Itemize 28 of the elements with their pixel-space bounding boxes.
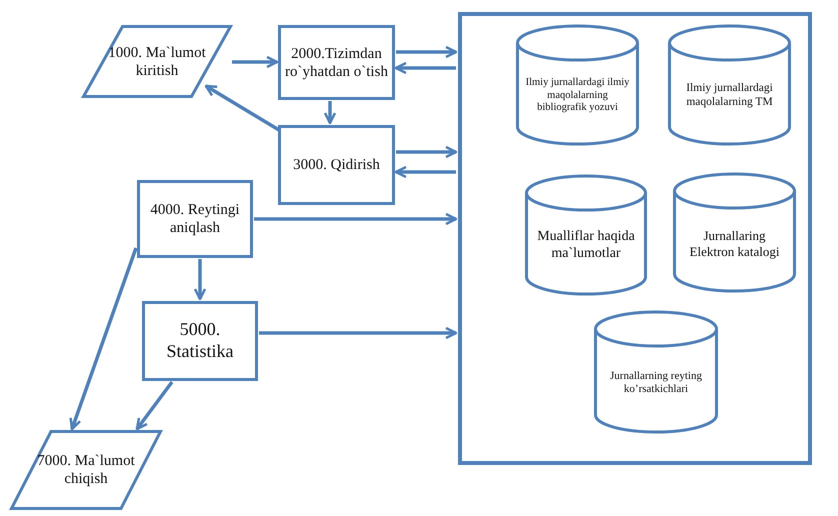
node-label: 3000. Qidirish: [293, 156, 380, 174]
process-box: [278, 25, 395, 100]
node-label: 5000. Statistika: [166, 319, 234, 363]
node-label: Ilmiy jurnallardagi maqolalarning TM: [685, 82, 774, 110]
node-label: 1000. Ma`lumot kiritish: [107, 44, 207, 80]
arrow: [394, 166, 456, 178]
arrow: [136, 380, 174, 430]
arrow: [396, 46, 458, 58]
arrow: [259, 326, 458, 340]
arrow: [232, 56, 278, 68]
node-label: 4000. Reytingi aniqlash: [149, 201, 241, 237]
node-label: Jurnallarning reyting ko’rsatkichlari: [609, 370, 703, 396]
node-label: 7000. Ma`lumot chiqish: [36, 452, 136, 488]
process-box: [278, 125, 395, 205]
process-box: [137, 180, 253, 258]
node-label: Mualliflar haqida ma`lumotlar: [536, 229, 636, 263]
node-label: Jurnallaring Elektron katalogi: [688, 228, 780, 260]
container-box: [458, 12, 812, 465]
arrow: [324, 101, 336, 124]
arrow: [254, 212, 458, 226]
arrow: [69, 247, 138, 430]
arrow: [204, 84, 280, 132]
arrow: [194, 259, 206, 300]
arrow: [396, 146, 458, 158]
process-box: [142, 301, 258, 381]
node-label: Ilmiy jurnallardagi ilmiy maqolalarning bibliografik yozuvi: [524, 77, 630, 115]
arrow: [394, 62, 456, 74]
node-label: 2000.Tizimdan ro`yhatdan o`tish: [285, 44, 388, 80]
